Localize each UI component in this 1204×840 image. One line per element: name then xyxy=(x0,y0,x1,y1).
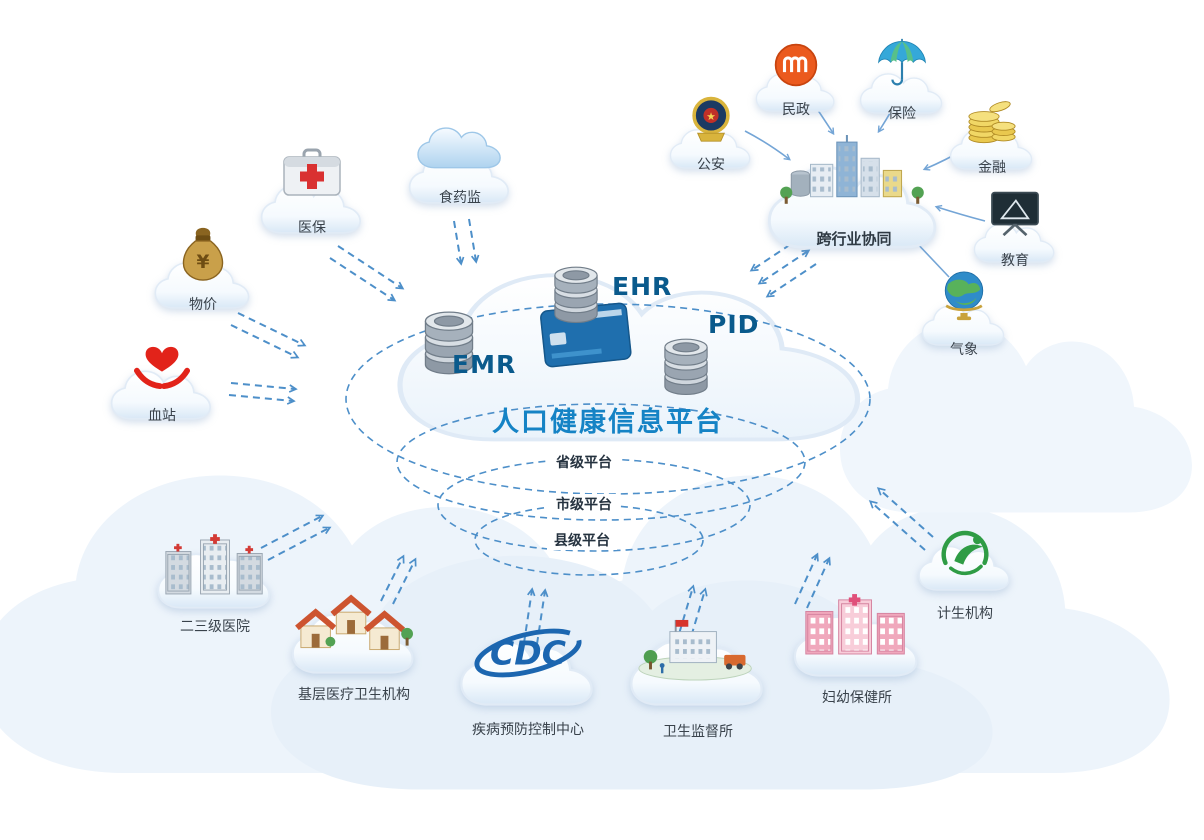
label-jiaoyu: 教育 xyxy=(1001,253,1029,269)
ehr-database-icon xyxy=(550,262,602,330)
cdc-logo-icon: CDC xyxy=(467,618,589,686)
node-wujia: ¥ 物价 xyxy=(150,226,256,314)
arrow-jisheng-to-platform xyxy=(868,487,934,551)
label-baoxian: 保险 xyxy=(888,106,916,123)
node-eryuan: 二三级医院 xyxy=(152,534,278,636)
coin-stack-icon xyxy=(966,96,1018,144)
label-jisheng: 计生机构 xyxy=(937,606,993,623)
city-cluster-icon xyxy=(778,134,930,221)
node-xuezhan: 血站 xyxy=(106,334,218,425)
link-jiaoyu-crossindustry xyxy=(934,204,986,222)
link-gongan-crossindustry xyxy=(744,130,791,161)
first-aid-kit-icon xyxy=(280,148,344,202)
node-jisheng: 计生机构 xyxy=(914,522,1016,623)
arrow-crossindustry-platform xyxy=(749,237,817,298)
cloud-icon xyxy=(413,122,507,178)
arrow-wujia-to-platform xyxy=(230,312,307,359)
node-weijian: 卫生监督所 xyxy=(624,618,772,741)
label-gongan: 公安 xyxy=(697,157,725,173)
label-eryuan: 二三级医院 xyxy=(180,618,250,635)
emr-label: EMR xyxy=(452,350,517,379)
arrow-weijian-to-platform xyxy=(675,584,708,648)
label-fuyou: 妇幼保健所 xyxy=(822,689,892,706)
node-shiyaojian: 食药监 xyxy=(404,122,516,207)
label-wujia: 物价 xyxy=(189,296,217,313)
label-xuezhan: 血站 xyxy=(148,408,176,425)
label-jinrong: 金融 xyxy=(978,160,1006,177)
level-municipal: 市级平台 xyxy=(549,494,619,514)
label-shiyaojian: 食药监 xyxy=(439,190,481,207)
level-provincial: 省级平台 xyxy=(549,452,619,472)
police-badge-icon: ★ xyxy=(687,92,735,146)
blackboard-icon xyxy=(989,190,1041,236)
node-cdc: CDC 疾病预防控制中心 xyxy=(454,618,602,739)
node-minzheng: 民政 xyxy=(752,42,840,119)
arrow-fuyou-to-platform xyxy=(794,552,831,609)
supervision-office-icon xyxy=(635,618,761,682)
label-weijian: 卫生监督所 xyxy=(663,723,733,740)
label-jiceng: 基层医疗卫生机构 xyxy=(298,686,410,703)
arrow-yibao-to-platform xyxy=(329,245,405,302)
ehr-label: EHR xyxy=(612,272,673,301)
label-crossindustry: 跨行业协同 xyxy=(816,229,892,248)
label-cdc: 疾病预防控制中心 xyxy=(472,721,584,738)
arrow-jiceng-to-platform xyxy=(380,554,417,605)
arrow-shiyaojian-to-platform xyxy=(453,218,480,266)
arrow-xuezhan-to-platform xyxy=(228,382,298,405)
label-yibao: 医保 xyxy=(298,220,326,237)
node-yibao: 医保 xyxy=(256,148,368,237)
blood-donation-icon xyxy=(131,334,193,390)
node-baoxian: 保险 xyxy=(856,36,948,123)
node-jiaoyu: 教育 xyxy=(970,190,1060,270)
node-jinrong: 金融 xyxy=(946,96,1038,177)
node-gongan: ★ 公安 xyxy=(666,92,756,174)
umbrella-icon xyxy=(876,36,928,92)
village-clinics-icon xyxy=(295,592,413,654)
hospital-buildings-icon xyxy=(162,534,268,598)
svg-text:★: ★ xyxy=(706,110,716,123)
pid-database-icon xyxy=(660,334,712,402)
node-jiceng: 基层医疗卫生机构 xyxy=(286,592,422,704)
civil-affairs-emblem-icon xyxy=(773,42,819,88)
family-planning-logo-icon xyxy=(933,522,997,586)
platform-title: 人口健康信息平台 xyxy=(492,407,724,438)
label-qixiang: 气象 xyxy=(950,342,978,359)
money-bag-icon: ¥ xyxy=(176,226,230,282)
svg-text:CDC: CDC xyxy=(490,634,566,673)
node-qixiang: 气象 xyxy=(918,268,1010,359)
label-minzheng: 民政 xyxy=(782,101,810,118)
pid-label: PID xyxy=(708,310,760,339)
node-crossindustry: 跨行业协同 xyxy=(760,134,948,249)
mch-buildings-icon xyxy=(800,594,914,656)
svg-text:¥: ¥ xyxy=(197,252,210,273)
arrow-cdc-to-platform xyxy=(523,587,549,645)
node-fuyou: 妇幼保健所 xyxy=(788,594,926,707)
globe-icon xyxy=(939,268,989,324)
level-county: 县级平台 xyxy=(547,530,617,550)
